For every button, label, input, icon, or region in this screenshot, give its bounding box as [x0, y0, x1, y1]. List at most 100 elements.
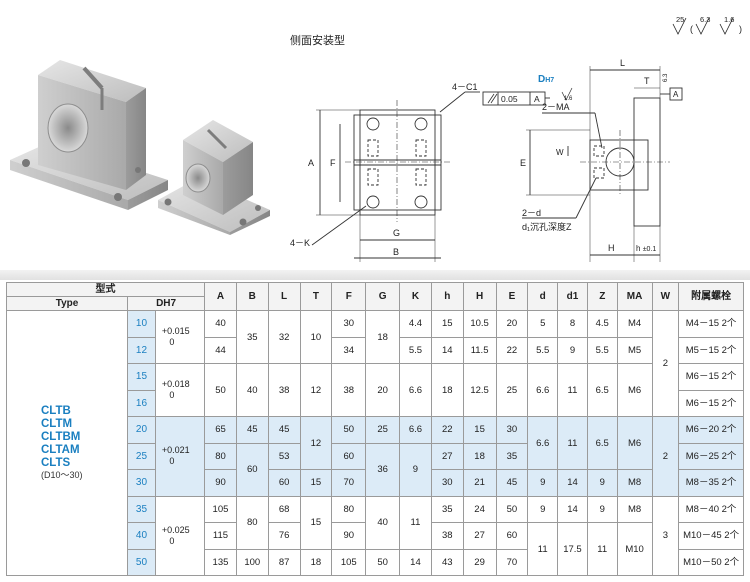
table-cell: 50	[127, 548, 156, 576]
header-model: 型式	[5, 282, 206, 297]
table-row: 20 +0.021 0 65 45 45 12 50 25 6.6 22 15 …	[7, 416, 744, 497]
table-cell: 87	[267, 548, 301, 576]
table-cell: 30	[331, 310, 367, 338]
table-cell: 5.5	[586, 336, 618, 364]
table-cell: 14	[557, 469, 588, 497]
table-cell: 80	[235, 495, 269, 550]
table-cell: 9	[557, 336, 588, 364]
table-cell: M10－45 2个	[678, 522, 744, 550]
table-cell: 25	[495, 363, 529, 417]
table-cell: 5.5	[527, 336, 559, 364]
table-cell: 4.4	[399, 310, 432, 338]
dim-F-label: F	[330, 158, 336, 168]
product-photo	[10, 60, 270, 235]
dim-W-label: W	[556, 148, 564, 157]
top-section: 侧面安装型 25 6.3 1.6 ( )	[0, 0, 750, 270]
header-W: W	[651, 282, 680, 311]
table-cell: 4.5	[586, 310, 618, 338]
dim-B-label: B	[393, 247, 399, 257]
table-cell: 10	[299, 310, 333, 364]
table-cell: M8	[616, 495, 653, 523]
table-cell: 32	[267, 310, 301, 364]
table-cell: M10－50 2个	[678, 548, 744, 576]
header-H: H	[462, 282, 497, 311]
table-cell: 16	[127, 389, 156, 417]
table-row: 25 80 60 53 60 36 9 27 18 35 M6－25 2个	[7, 442, 744, 497]
table-cell: 90	[331, 522, 367, 550]
front-view	[311, 91, 480, 262]
header-type: Type	[5, 296, 129, 311]
table-cell: 65	[204, 416, 237, 444]
header-bolt: 附属螺栓	[678, 282, 744, 311]
table-cell: 29	[462, 548, 497, 576]
dim-h-label: h ±0.1	[636, 244, 656, 253]
table-cell: 3	[651, 495, 680, 576]
table-cell: 24	[462, 495, 497, 523]
table-cell: 11.5	[462, 336, 497, 364]
table-cell: M4	[616, 310, 653, 338]
svg-text:(: (	[690, 24, 693, 34]
table-cell: 38	[430, 522, 464, 550]
dh7-callout: DH7	[538, 74, 554, 85]
k-hole-label: 4－K	[290, 238, 310, 248]
table-cell: M6－15 2个	[678, 389, 744, 417]
table-cell: 2	[651, 310, 680, 417]
header-dh7: DH7	[127, 296, 206, 311]
table-cell: +0.021 0	[154, 416, 206, 497]
separator-band	[0, 270, 750, 280]
table-cell: M6－25 2个	[678, 442, 744, 470]
table-cell: M8－35 2个	[678, 469, 744, 497]
table-cell: 15	[127, 363, 156, 391]
table-cell: 27	[430, 442, 464, 470]
table-cell: M6	[616, 416, 653, 470]
table-cell: 105	[204, 495, 237, 523]
table-cell: 6.6	[527, 363, 559, 417]
dim-H-label: H	[608, 243, 615, 253]
dim-G-label: G	[393, 228, 400, 238]
table-cell: 40	[235, 363, 269, 417]
dim-A-label: A	[308, 158, 314, 168]
spec-table: 型式 A B L T F G K h H E d d1 Z MA W 附属螺栓 …	[5, 282, 744, 576]
table-cell: 43	[430, 548, 464, 576]
table-cell: 60	[495, 522, 529, 550]
table-cell: 9	[399, 442, 432, 497]
table-cell: 20	[127, 416, 156, 444]
table-cell: 20	[495, 310, 529, 338]
counterbore-label: d₁沉孔深度Z	[522, 221, 572, 232]
table-cell: 27	[462, 522, 497, 550]
table-cell: 35	[495, 442, 529, 470]
table-cell: 9	[586, 495, 618, 523]
header-F: F	[331, 282, 367, 311]
table-cell: 44	[204, 336, 237, 364]
header-T: T	[299, 282, 333, 311]
table-cell: 21	[462, 469, 497, 497]
table-cell: 76	[267, 522, 301, 550]
table-cell: 10	[127, 310, 156, 338]
table-cell: 35	[430, 495, 464, 523]
header-G: G	[365, 282, 401, 311]
dim-T-label: T	[644, 76, 650, 86]
table-cell: 22	[495, 336, 529, 364]
table-cell: 6.6	[399, 416, 432, 444]
table-cell: 9	[527, 469, 559, 497]
table-cell: 35	[235, 310, 269, 364]
table-cell: +0.025 0	[154, 495, 206, 576]
table-cell: +0.018 0	[154, 363, 206, 417]
svg-text:): )	[739, 24, 742, 34]
table-cell: 36	[365, 442, 401, 497]
header-L: L	[267, 282, 301, 311]
table-cell: 15	[299, 469, 333, 497]
table-cell: 11	[399, 495, 432, 550]
table-cell: 6.5	[586, 416, 618, 470]
svg-text:6.3: 6.3	[700, 15, 710, 24]
table-cell: 11	[557, 416, 588, 470]
table-cell: 18	[299, 548, 333, 576]
table-cell: 18	[462, 442, 497, 470]
drawing-title: 侧面安装型	[290, 33, 345, 47]
table-row: 12 44 34 5.5 14 11.5 22 5.5 9 5.5 M5 M5－…	[7, 336, 744, 364]
table-cell: 25	[127, 442, 156, 470]
table-cell: 34	[331, 336, 367, 364]
table-cell: 40	[127, 522, 156, 550]
table-cell: M5	[616, 336, 653, 364]
table-cell: 60	[331, 442, 367, 470]
